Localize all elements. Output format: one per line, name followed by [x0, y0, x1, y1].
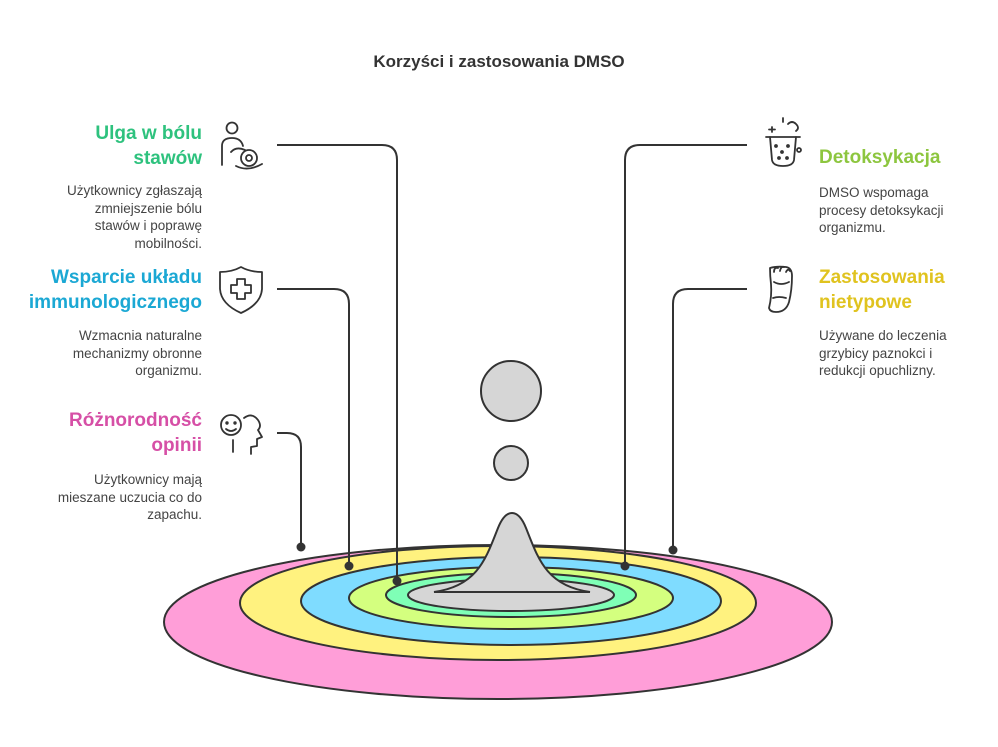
- connector-joint: [277, 144, 398, 581]
- desc-line: Używane do leczenia: [819, 328, 947, 343]
- desc-immune-support: Wzmacnia naturalne mechanizmy obronne or…: [73, 327, 202, 380]
- dot-unusual: [668, 545, 678, 555]
- fizzing-glass-icon: [765, 117, 802, 167]
- desc-unusual-uses: Używane do leczenia grzybicy paznokci i …: [819, 327, 947, 380]
- foot-icon: [768, 265, 793, 313]
- heading-line: Ulga w bólu: [95, 123, 202, 144]
- droplet-small: [493, 445, 529, 481]
- shield-cross-icon: [219, 266, 263, 314]
- desc-line: mechanizmy obronne: [72, 345, 202, 361]
- heading-line: opinii: [151, 435, 202, 456]
- desc-line: Użytkownicy zgłaszają: [66, 183, 202, 198]
- dot-detox: [620, 561, 630, 571]
- connector-opinions: [277, 432, 302, 547]
- desc-line: procesy detoksykacji: [819, 202, 944, 218]
- heading-unusual-uses: Zastosowania nietypowe: [819, 265, 945, 315]
- desc-line: organizmu.: [135, 363, 202, 378]
- diagram-title: Korzyści i zastosowania DMSO: [373, 52, 625, 71]
- heading-joint-pain-relief: Ulga w bólu stawów: [95, 121, 202, 171]
- desc-line: stawów i poprawę: [94, 218, 202, 233]
- desc-joint-pain-relief: Użytkownicy zgłaszają zmniejszenie bólu …: [67, 182, 202, 252]
- heading-line: Zastosowania: [819, 267, 945, 288]
- connector-dots: [296, 542, 678, 586]
- desc-diverse-opinions: Użytkownicy mają mieszane uczucia co do …: [58, 471, 202, 524]
- smiling-face-profile-icon: [220, 414, 263, 455]
- connectors: [277, 144, 747, 581]
- desc-line: Wzmacnia naturalne: [78, 328, 202, 343]
- droplet-large: [480, 360, 542, 422]
- ripple-rings: [163, 512, 833, 700]
- desc-line: grzybicy paznokci i: [819, 345, 933, 361]
- desc-line: mobilności.: [134, 235, 202, 251]
- person-holding-joint-icon: [221, 121, 263, 170]
- heading-immune-support: Wsparcie układu immunologicznego: [29, 265, 202, 315]
- desc-line: zmniejszenie bólu: [94, 200, 202, 216]
- heading-line: Detoksykacja: [819, 147, 941, 168]
- desc-line: Użytkownicy mają: [93, 472, 202, 487]
- water-splash-peak: [433, 512, 591, 593]
- heading-line: nietypowe: [819, 292, 912, 313]
- heading-line: Wsparcie układu: [51, 267, 202, 288]
- desc-line: zapachu.: [147, 507, 202, 522]
- dot-immune: [344, 561, 354, 571]
- heading-line: stawów: [133, 148, 202, 169]
- desc-line: organizmu.: [819, 220, 886, 235]
- connector-detox: [624, 144, 747, 566]
- dot-joint: [392, 576, 402, 586]
- heading-diverse-opinions: Różnorodność opinii: [69, 408, 202, 458]
- desc-detox: DMSO wspomaga procesy detoksykacji organ…: [819, 184, 944, 237]
- dot-opinions: [296, 542, 306, 552]
- connector-immune: [277, 288, 350, 566]
- desc-line: mieszane uczucia co do: [57, 489, 202, 505]
- heading-detox: Detoksykacja: [819, 145, 940, 170]
- desc-line: redukcji opuchlizny.: [819, 363, 936, 378]
- heading-line: immunologicznego: [28, 292, 202, 313]
- connector-unusual: [672, 288, 747, 550]
- desc-line: DMSO wspomaga: [819, 185, 929, 200]
- heading-line: Różnorodność: [69, 410, 202, 431]
